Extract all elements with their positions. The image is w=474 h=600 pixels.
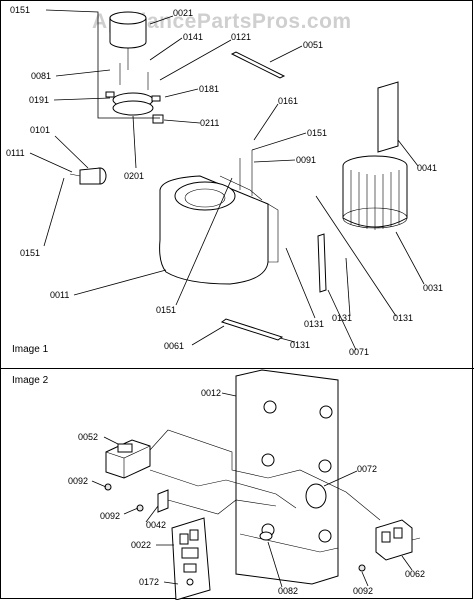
part-label: 0092: [68, 476, 88, 486]
part-label: 0022: [131, 540, 151, 550]
part-label: 0172: [139, 577, 159, 587]
capacitor-part: [69, 167, 107, 185]
control-box-drawing: [91, 369, 421, 600]
wiring-harness: [167, 499, 277, 515]
blower-housing-part: [159, 150, 279, 285]
part-label: 0041: [417, 163, 437, 173]
part-label: 0052: [78, 432, 98, 442]
pressure-switch-part: [375, 519, 421, 561]
motor-part: [109, 11, 147, 70]
strap-part: [317, 233, 327, 293]
blower-wheel-part: [342, 155, 408, 230]
part-label: 0151: [20, 248, 40, 258]
part-label: 0021: [173, 8, 193, 18]
part-label: 0082: [278, 586, 298, 596]
part-label: 0151: [156, 305, 176, 315]
control-panel-plate-part: [235, 369, 339, 585]
part-label: 0181: [199, 84, 219, 94]
panel-label-image-2: Image 2: [12, 375, 49, 386]
wiring-harness: [149, 429, 381, 521]
callout-labels: 0151 0021 0141 0121 0051 0081 0181 0191 …: [6, 5, 443, 596]
part-label: 0061: [164, 341, 184, 351]
part-label: 0201: [124, 171, 144, 181]
motor-mount-part: [105, 63, 164, 124]
circuit-board-part: [171, 517, 211, 600]
transformer-part: [105, 439, 151, 479]
wiring-harness: [149, 469, 297, 509]
blower-assembly-drawing: [29, 9, 425, 351]
part-label: 0101: [30, 125, 50, 135]
part-label: 0071: [349, 347, 369, 357]
part-label: 0111: [6, 148, 25, 158]
part-label: 0151: [10, 5, 30, 15]
panel-label-image-1: Image 1: [12, 344, 49, 355]
part-label: 0131: [304, 319, 324, 329]
part-label: 0072: [357, 464, 377, 474]
part-label: 0042: [146, 520, 166, 530]
sensor-ring-part: [305, 483, 327, 509]
panel-divider: [0, 368, 474, 369]
screw-icon: [358, 564, 366, 572]
part-label: 0081: [31, 71, 51, 81]
part-label: 0092: [100, 511, 120, 521]
image2-leader-lines: [91, 392, 413, 588]
part-label: 0062: [405, 569, 425, 579]
part-label: 0151: [307, 128, 327, 138]
part-label: 0012: [201, 388, 221, 398]
part-label: 0131: [332, 313, 352, 323]
part-label: 0131: [393, 313, 413, 323]
part-label: 0092: [353, 586, 373, 596]
part-label: 0011: [50, 290, 69, 300]
part-label: 0211: [200, 118, 219, 128]
part-label: 0031: [423, 283, 443, 293]
part-label: 0051: [303, 40, 323, 50]
part-label: 0141: [183, 32, 203, 42]
part-label: 0121: [231, 32, 251, 42]
grommet-part: [259, 531, 273, 541]
part-label: 0131: [290, 340, 310, 350]
part-label: 0091: [296, 155, 316, 165]
relay-bracket-part: [157, 489, 169, 513]
image1-leader-lines: [29, 9, 425, 351]
cutoff-plate-part: [377, 81, 399, 153]
watermark: AppliancePartsPros.com: [92, 10, 352, 33]
top-rail-part: [230, 51, 286, 79]
part-label: 0191: [29, 95, 49, 105]
bottom-rail-part: [220, 318, 284, 341]
part-label: 0161: [278, 96, 298, 106]
